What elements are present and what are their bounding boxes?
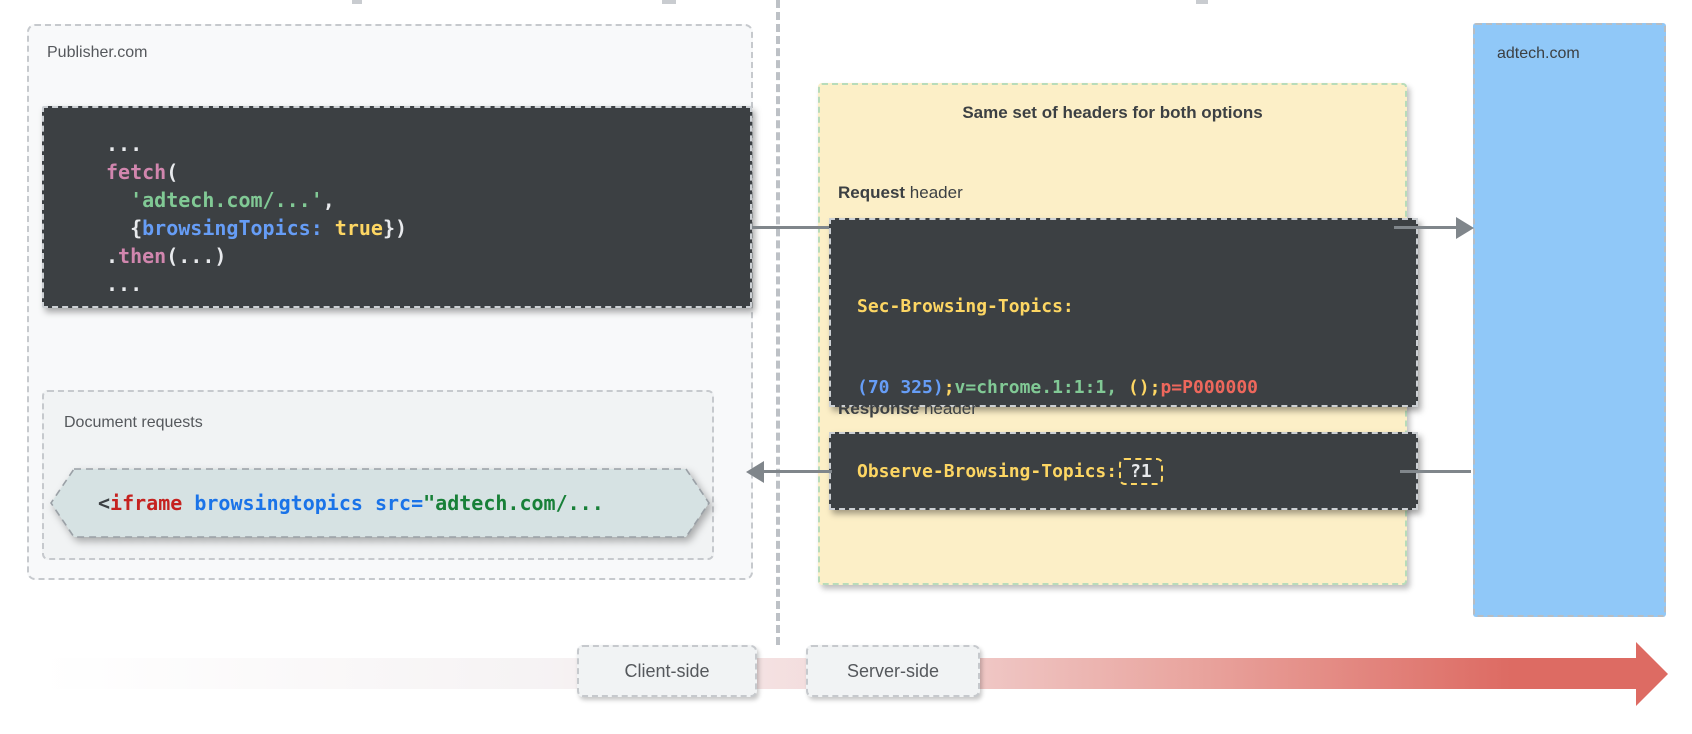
iframe-code: <iframe browsingtopics src="adtech.com/.… xyxy=(98,468,604,538)
timeline-arrowhead-icon xyxy=(1636,642,1668,706)
cropped-text-artifact xyxy=(662,0,676,4)
adtech-to-response-connector xyxy=(1400,470,1471,473)
publisher-box: Publisher.com ...fetch( 'adtech.com/...'… xyxy=(27,24,753,580)
request-header-value: (70 325);v=chrome.1:1:1, ();p=P000000 xyxy=(857,377,1416,398)
cropped-text-artifact xyxy=(1196,0,1208,4)
response-header-name: Observe-Browsing-Topics: xyxy=(857,461,1117,482)
server-side-label: Server-side xyxy=(806,645,980,697)
request-to-adtech-connector xyxy=(1394,226,1458,229)
response-header-label: Response header xyxy=(838,399,977,419)
document-requests-box: Document requests <iframe browsingtopics… xyxy=(42,390,714,560)
publisher-to-request-connector xyxy=(752,226,829,229)
response-header-value-chip: ?1 xyxy=(1119,458,1163,485)
client-server-divider xyxy=(776,0,780,645)
iframe-tag-shape: <iframe browsingtopics src="adtech.com/.… xyxy=(50,468,710,538)
adtech-box: adtech.com xyxy=(1473,23,1666,617)
headers-panel: Same set of headers for both options Req… xyxy=(818,83,1407,585)
cropped-text-artifact xyxy=(352,0,362,4)
request-header-name: Sec-Browsing-Topics: xyxy=(857,296,1416,317)
document-requests-label: Document requests xyxy=(64,414,203,432)
publisher-label: Publisher.com xyxy=(47,44,148,62)
adtech-label: adtech.com xyxy=(1497,45,1580,63)
request-header-block: Sec-Browsing-Topics: (70 325);v=chrome.1… xyxy=(829,218,1418,407)
request-header-label: Request header xyxy=(838,183,963,203)
response-to-publisher-connector xyxy=(762,470,832,473)
response-arrowhead-icon xyxy=(746,461,764,483)
request-arrowhead-icon xyxy=(1456,217,1474,239)
response-header-block: Observe-Browsing-Topics: ?1 xyxy=(829,432,1418,510)
client-side-label: Client-side xyxy=(577,645,757,697)
fetch-code-block: ...fetch( 'adtech.com/...', {browsingTop… xyxy=(42,106,752,308)
headers-panel-title: Same set of headers for both options xyxy=(820,103,1405,123)
